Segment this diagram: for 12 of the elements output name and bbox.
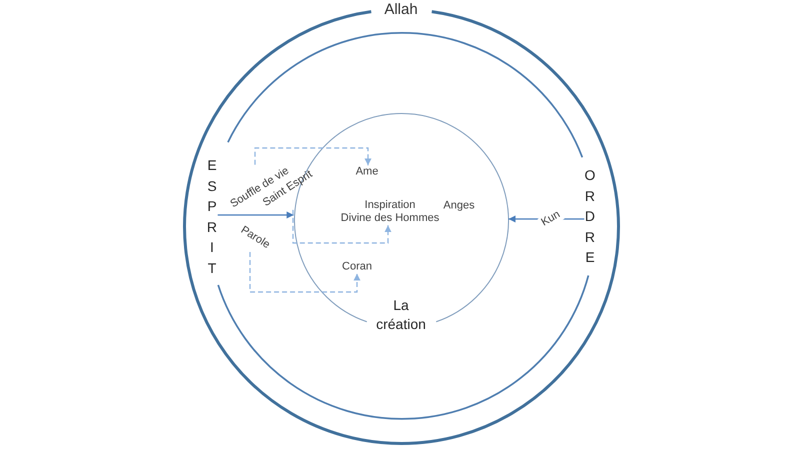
dashed-arrow <box>254 147 372 166</box>
text-label: Ame <box>356 165 378 179</box>
arrow <box>218 212 294 218</box>
dashed-arrow <box>292 210 392 244</box>
vertical-label: ORDRE <box>584 165 596 268</box>
vertical-label: ESPRIT <box>206 155 218 279</box>
text-label: Inspiration Divine des Hommes <box>340 198 440 226</box>
circle-label: Allah <box>384 1 418 19</box>
dashed-arrow <box>249 252 360 293</box>
circle-label: La création <box>375 296 427 334</box>
text-label: Anges <box>443 199 475 213</box>
text-label: Coran <box>342 260 372 274</box>
